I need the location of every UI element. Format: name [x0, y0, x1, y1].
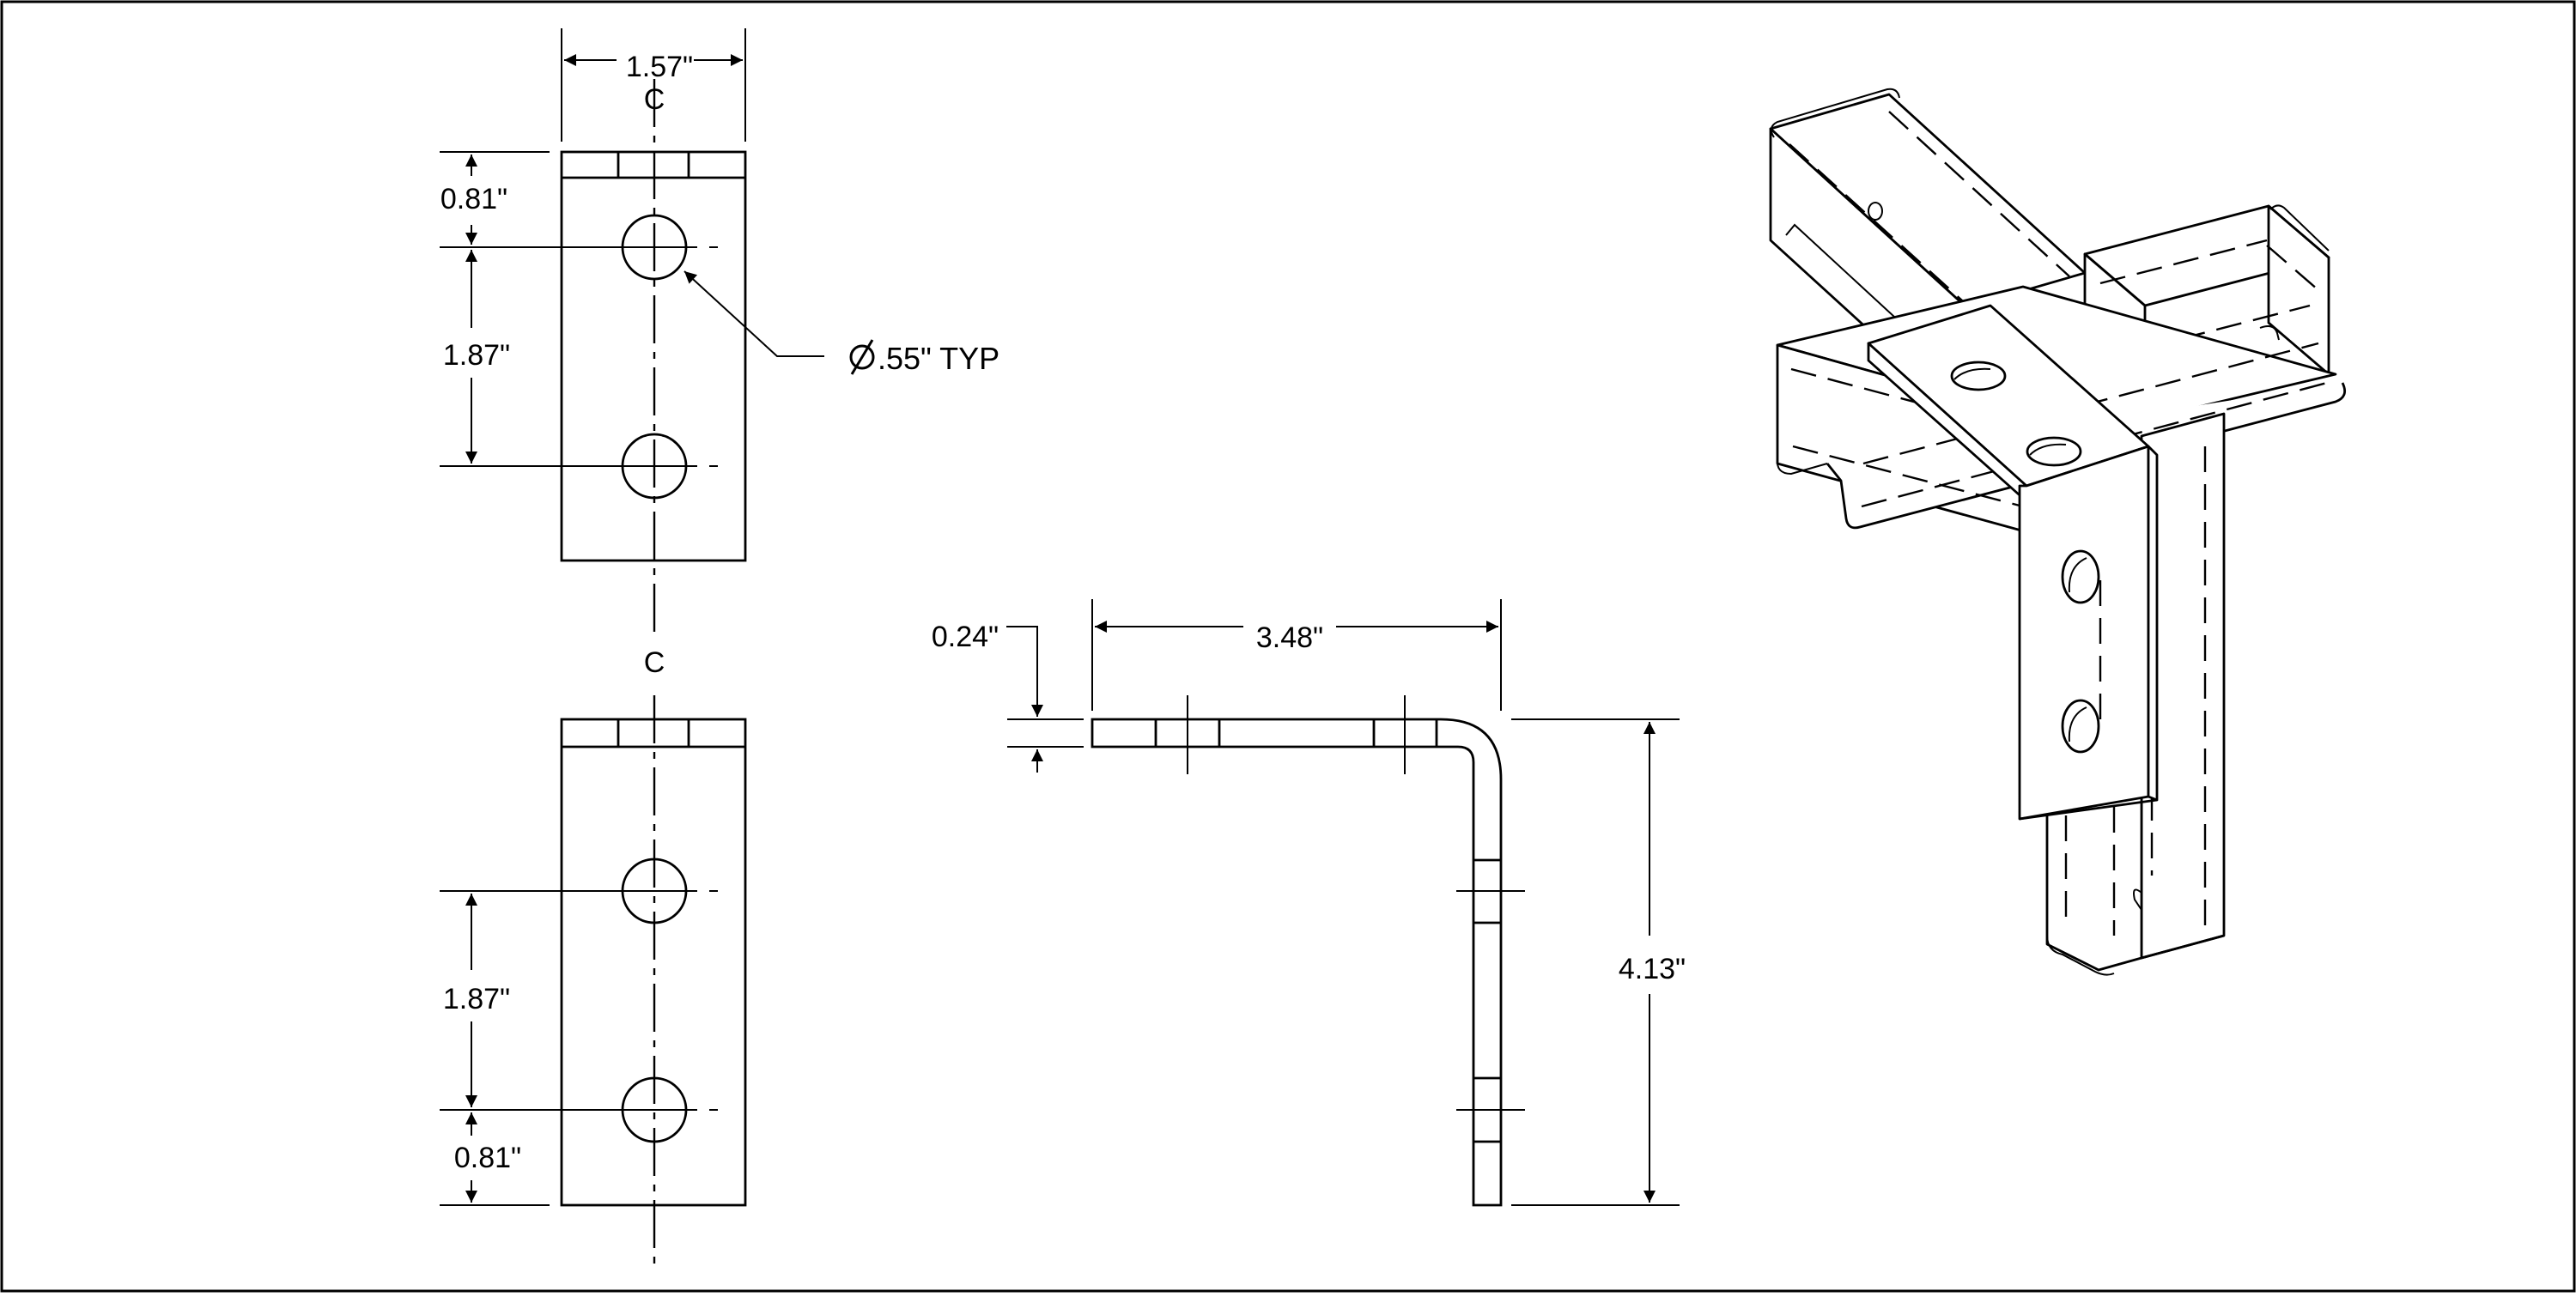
horizontal-leg-dimension: 3.48" — [1256, 621, 1323, 654]
thickness-dimension: 0.24" — [932, 621, 999, 653]
vertical-leg-dimension: 4.13" — [1619, 953, 1686, 985]
bracket-hole-3 — [2061, 549, 2100, 604]
hole-callout: .55" TYP — [878, 341, 999, 376]
bottom-hole-spacing-dimension: 1.87" — [443, 983, 510, 1015]
bracket-hole-2 — [2026, 436, 2082, 467]
angle-profile — [1091, 718, 1503, 1207]
isometric-assembly — [1769, 88, 2347, 976]
bottom-view: C 1.87" 0.81" — [440, 646, 747, 1270]
side-view: 0.24" 3.48" 4.13" — [932, 599, 1686, 1207]
bracket-hole-4 — [2061, 699, 2100, 754]
angle-bracket — [1867, 304, 2159, 821]
centerline-mark: C — [644, 83, 665, 116]
edge-dimension: 0.81" — [440, 183, 507, 215]
bottom-edge-dimension: 0.81" — [454, 1142, 521, 1174]
bracket-hole-1 — [1950, 361, 2007, 391]
hole-spacing-dimension: 1.87" — [443, 339, 510, 372]
width-dimension: 1.57" — [626, 51, 693, 83]
diameter-icon — [849, 339, 875, 375]
channel-vertical — [2045, 412, 2226, 976]
top-view: 1.57" C 0.81" 1.87" .55" TYP — [440, 28, 999, 639]
bottom-centerline-mark: C — [644, 646, 665, 679]
hole-callout-leader — [683, 270, 824, 357]
